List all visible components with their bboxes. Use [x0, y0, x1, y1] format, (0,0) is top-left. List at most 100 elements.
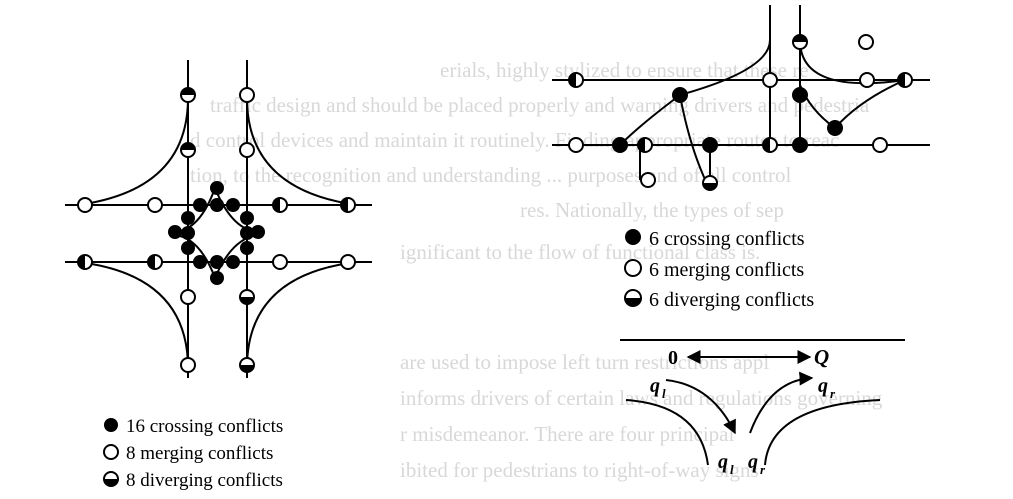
flow-arrow-right	[749, 371, 814, 434]
ghost-line: ignificant to the flow of functional cla…	[400, 240, 761, 264]
crossing-conflict-point	[226, 255, 240, 269]
turn-curve	[174, 234, 216, 279]
legend-diverging-symbol	[103, 471, 119, 487]
ghost-line: res. Nationally, the types of sep	[520, 198, 784, 222]
merging-conflict-point	[272, 254, 288, 270]
crossing-conflict-point	[210, 198, 224, 212]
legend-left: 16 crossing conflicts 8 merging conflict…	[103, 416, 283, 491]
merging-conflict-point	[859, 72, 875, 88]
legend-diverging-label: 8 diverging conflicts	[126, 470, 283, 491]
crossing-conflict-point	[193, 255, 207, 269]
legend-crossing-label: 16 crossing conflicts	[126, 416, 283, 437]
crossing-conflict-point	[240, 226, 254, 240]
crossing-conflict-point	[672, 87, 688, 103]
legend-merging-label: 6 merging conflicts	[649, 259, 804, 281]
ghost-line: informs drivers of certain laws and regu…	[400, 386, 883, 410]
diverging-conflict-point	[147, 254, 163, 270]
merging-conflict-point	[762, 72, 778, 88]
diverging-conflict-point	[702, 175, 718, 191]
merging-conflict-point	[872, 137, 888, 153]
road-corner	[764, 399, 881, 466]
crossing-conflict-point	[792, 87, 808, 103]
ghost-line: r misdemeanor. There are four principal	[400, 422, 735, 446]
left-flow-subscript-bottom: l	[730, 462, 734, 477]
crossing-conflict-point	[210, 271, 224, 285]
right-flow-subscript: r	[830, 386, 836, 401]
diverging-conflicts-left	[77, 87, 356, 373]
merging-conflict-point	[340, 254, 356, 270]
crossing-conflict-point	[181, 241, 195, 255]
legend-merging-label: 8 merging conflicts	[126, 443, 273, 464]
flow-labels: 0 Q q l q r q l q r	[650, 345, 836, 477]
turn-curve	[799, 39, 906, 85]
crossing-conflict-point	[193, 198, 207, 212]
flow-arrow-left	[665, 379, 736, 435]
turn-curve	[77, 97, 189, 206]
left-flow-label: q	[650, 375, 660, 397]
merging-conflict-point	[147, 197, 163, 213]
crossing-conflicts-left	[168, 181, 265, 285]
legend-merging-symbol	[103, 444, 119, 460]
diverging-conflict-point	[239, 357, 255, 373]
diverging-conflict-point	[637, 137, 653, 153]
legend-diverging-symbol	[624, 289, 642, 307]
merging-conflict-point	[568, 137, 584, 153]
turn-curve	[77, 261, 189, 369]
merging-conflict-point	[180, 357, 196, 373]
crossing-conflict-point	[210, 255, 224, 269]
diverging-conflict-point	[340, 197, 356, 213]
road-corner	[625, 399, 709, 466]
diverging-conflict-point	[897, 72, 913, 88]
merging-conflict-point	[77, 197, 93, 213]
diverging-conflict-point	[180, 87, 196, 103]
turn-curve	[174, 187, 216, 233]
merging-conflicts-right	[568, 34, 888, 188]
diverging-conflict-point	[762, 137, 778, 153]
crossing-conflict-point	[181, 211, 195, 225]
four-leg-intersection-diagram	[65, 60, 372, 378]
merging-conflict-point	[239, 142, 255, 158]
origin-label: 0	[668, 347, 678, 369]
crossing-conflict-point	[827, 120, 843, 136]
diverging-conflict-point	[77, 254, 93, 270]
crossing-conflict-point	[240, 211, 254, 225]
crossing-conflict-point	[226, 198, 240, 212]
right-flow-label: q	[818, 375, 828, 397]
merging-conflict-point	[180, 289, 196, 305]
turn-curve	[679, 39, 771, 96]
turn-curve	[619, 94, 681, 146]
turn-curve	[246, 261, 358, 369]
diverging-conflicts-right	[568, 34, 913, 191]
merging-conflict-point	[640, 172, 656, 188]
merging-conflict-point	[858, 34, 874, 50]
crossing-conflict-point	[168, 225, 182, 239]
turn-curve	[246, 97, 358, 206]
right-flow-subscript-bottom: r	[760, 462, 766, 477]
right-flow-label-bottom: q	[748, 451, 758, 473]
ghost-line: traffic design and should be placed prop…	[210, 93, 870, 117]
crossing-conflict-point	[251, 225, 265, 239]
crossing-conflict-point	[181, 226, 195, 240]
legend-right: 6 crossing conflicts 6 merging conflicts…	[624, 228, 814, 311]
crossing-conflict-point	[792, 137, 808, 153]
crossing-conflict-point	[240, 241, 254, 255]
crossing-conflict-point	[612, 137, 628, 153]
t-intersection-diagram	[552, 5, 930, 191]
flow-diagram	[620, 339, 905, 466]
legend-merging-symbol	[624, 259, 642, 277]
legend-crossing-label: 6 crossing conflicts	[649, 228, 805, 250]
crossing-conflicts-right	[612, 87, 843, 153]
diverging-conflict-point	[792, 34, 808, 50]
diverging-conflict-point	[239, 289, 255, 305]
crossing-conflict-point	[702, 137, 718, 153]
legend-diverging-label: 6 diverging conflicts	[649, 289, 814, 311]
diverging-conflict-point	[272, 197, 288, 213]
diverging-conflict-point	[180, 142, 196, 158]
merging-conflict-point	[239, 87, 255, 103]
diverging-conflict-point	[568, 72, 584, 88]
legend-crossing-symbol	[104, 418, 118, 432]
ghost-line: ibited for pedestrians to right-of-way s…	[400, 458, 759, 482]
left-flow-label-bottom: q	[718, 451, 728, 473]
